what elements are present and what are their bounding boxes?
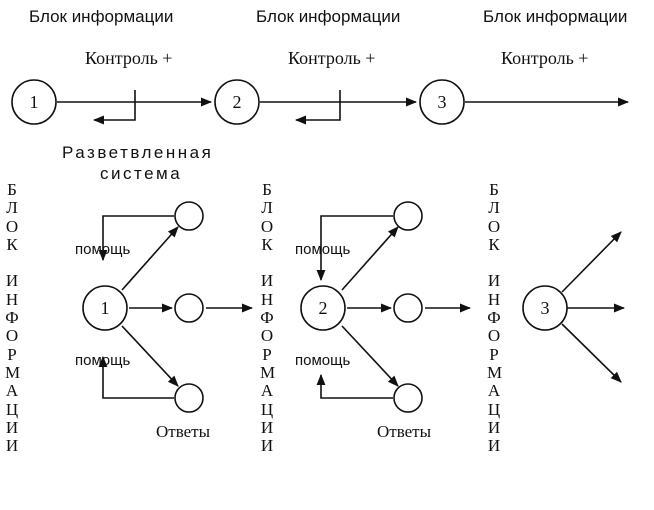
help-label-top-2: помощь — [295, 241, 351, 258]
stage-node-1-label: 1 — [30, 92, 39, 112]
branch-1-node-label: 1 — [101, 298, 110, 318]
help-label-bottom-1: помощь — [75, 352, 131, 369]
stage-node-3-label: 3 — [438, 92, 447, 112]
control-label-2: Контроль + — [288, 48, 376, 68]
subtitle-line-1: Разветвленная — [62, 143, 214, 162]
branch-1-answer-mid — [174, 293, 204, 323]
stage-node-3: 3 — [419, 79, 465, 125]
branch-2-answer-bottom — [393, 383, 423, 413]
branch-3-node-label: 3 — [541, 298, 550, 318]
control-label-1: Контроль + — [85, 48, 173, 68]
answers-label-2: Ответы — [377, 422, 432, 441]
help-arrow-bottom-2 — [316, 373, 393, 399]
help-label-top-1: помощь — [75, 241, 131, 258]
branch-1-answer-top — [174, 201, 204, 231]
branch-1-node — [82, 285, 128, 331]
help-arrow-top-2 — [316, 215, 393, 282]
stage-node-1: 1 — [11, 79, 57, 125]
control-label-3: Контроль + — [501, 48, 589, 68]
side-label-3: Б Л О К И Н Ф О Р М А Ц И И — [487, 180, 503, 456]
feedback-arrow-2 — [294, 90, 341, 125]
block-info-header-2: Блок информации — [256, 7, 401, 26]
help-arrow-top-1 — [98, 215, 174, 262]
stage-node-2-label: 2 — [233, 92, 242, 112]
feedback-arrow-1 — [92, 90, 136, 125]
branch-2-answer-top — [393, 201, 423, 231]
branch-2-answer-mid — [393, 293, 423, 323]
subtitle-line-2: система — [100, 164, 183, 183]
branch-system-3: 3 — [522, 231, 626, 383]
branch-system-2: 2 — [300, 201, 472, 413]
branch-system-1: 1 — [82, 201, 254, 413]
top-flow: 1 2 3 — [11, 79, 630, 125]
help-label-bottom-2: помощь — [295, 352, 351, 369]
branch-2-node — [300, 285, 346, 331]
side-label-2: Б Л О К И Н Ф О Р М А Ц И И — [260, 180, 276, 456]
block-info-header-3: Блок информации — [483, 7, 628, 26]
branch-3-node — [522, 285, 568, 331]
branch-1-answer-bottom — [174, 383, 204, 413]
branch-2-node-label: 2 — [319, 298, 328, 318]
help-arrow-bottom-1 — [98, 355, 174, 399]
side-label-1: Б Л О К И Н Ф О Р М А Ц И И — [5, 180, 21, 456]
block-info-header-1: Блок информации — [29, 7, 174, 26]
answers-label-1: Ответы — [156, 422, 211, 441]
stage-node-2: 2 — [214, 79, 260, 125]
